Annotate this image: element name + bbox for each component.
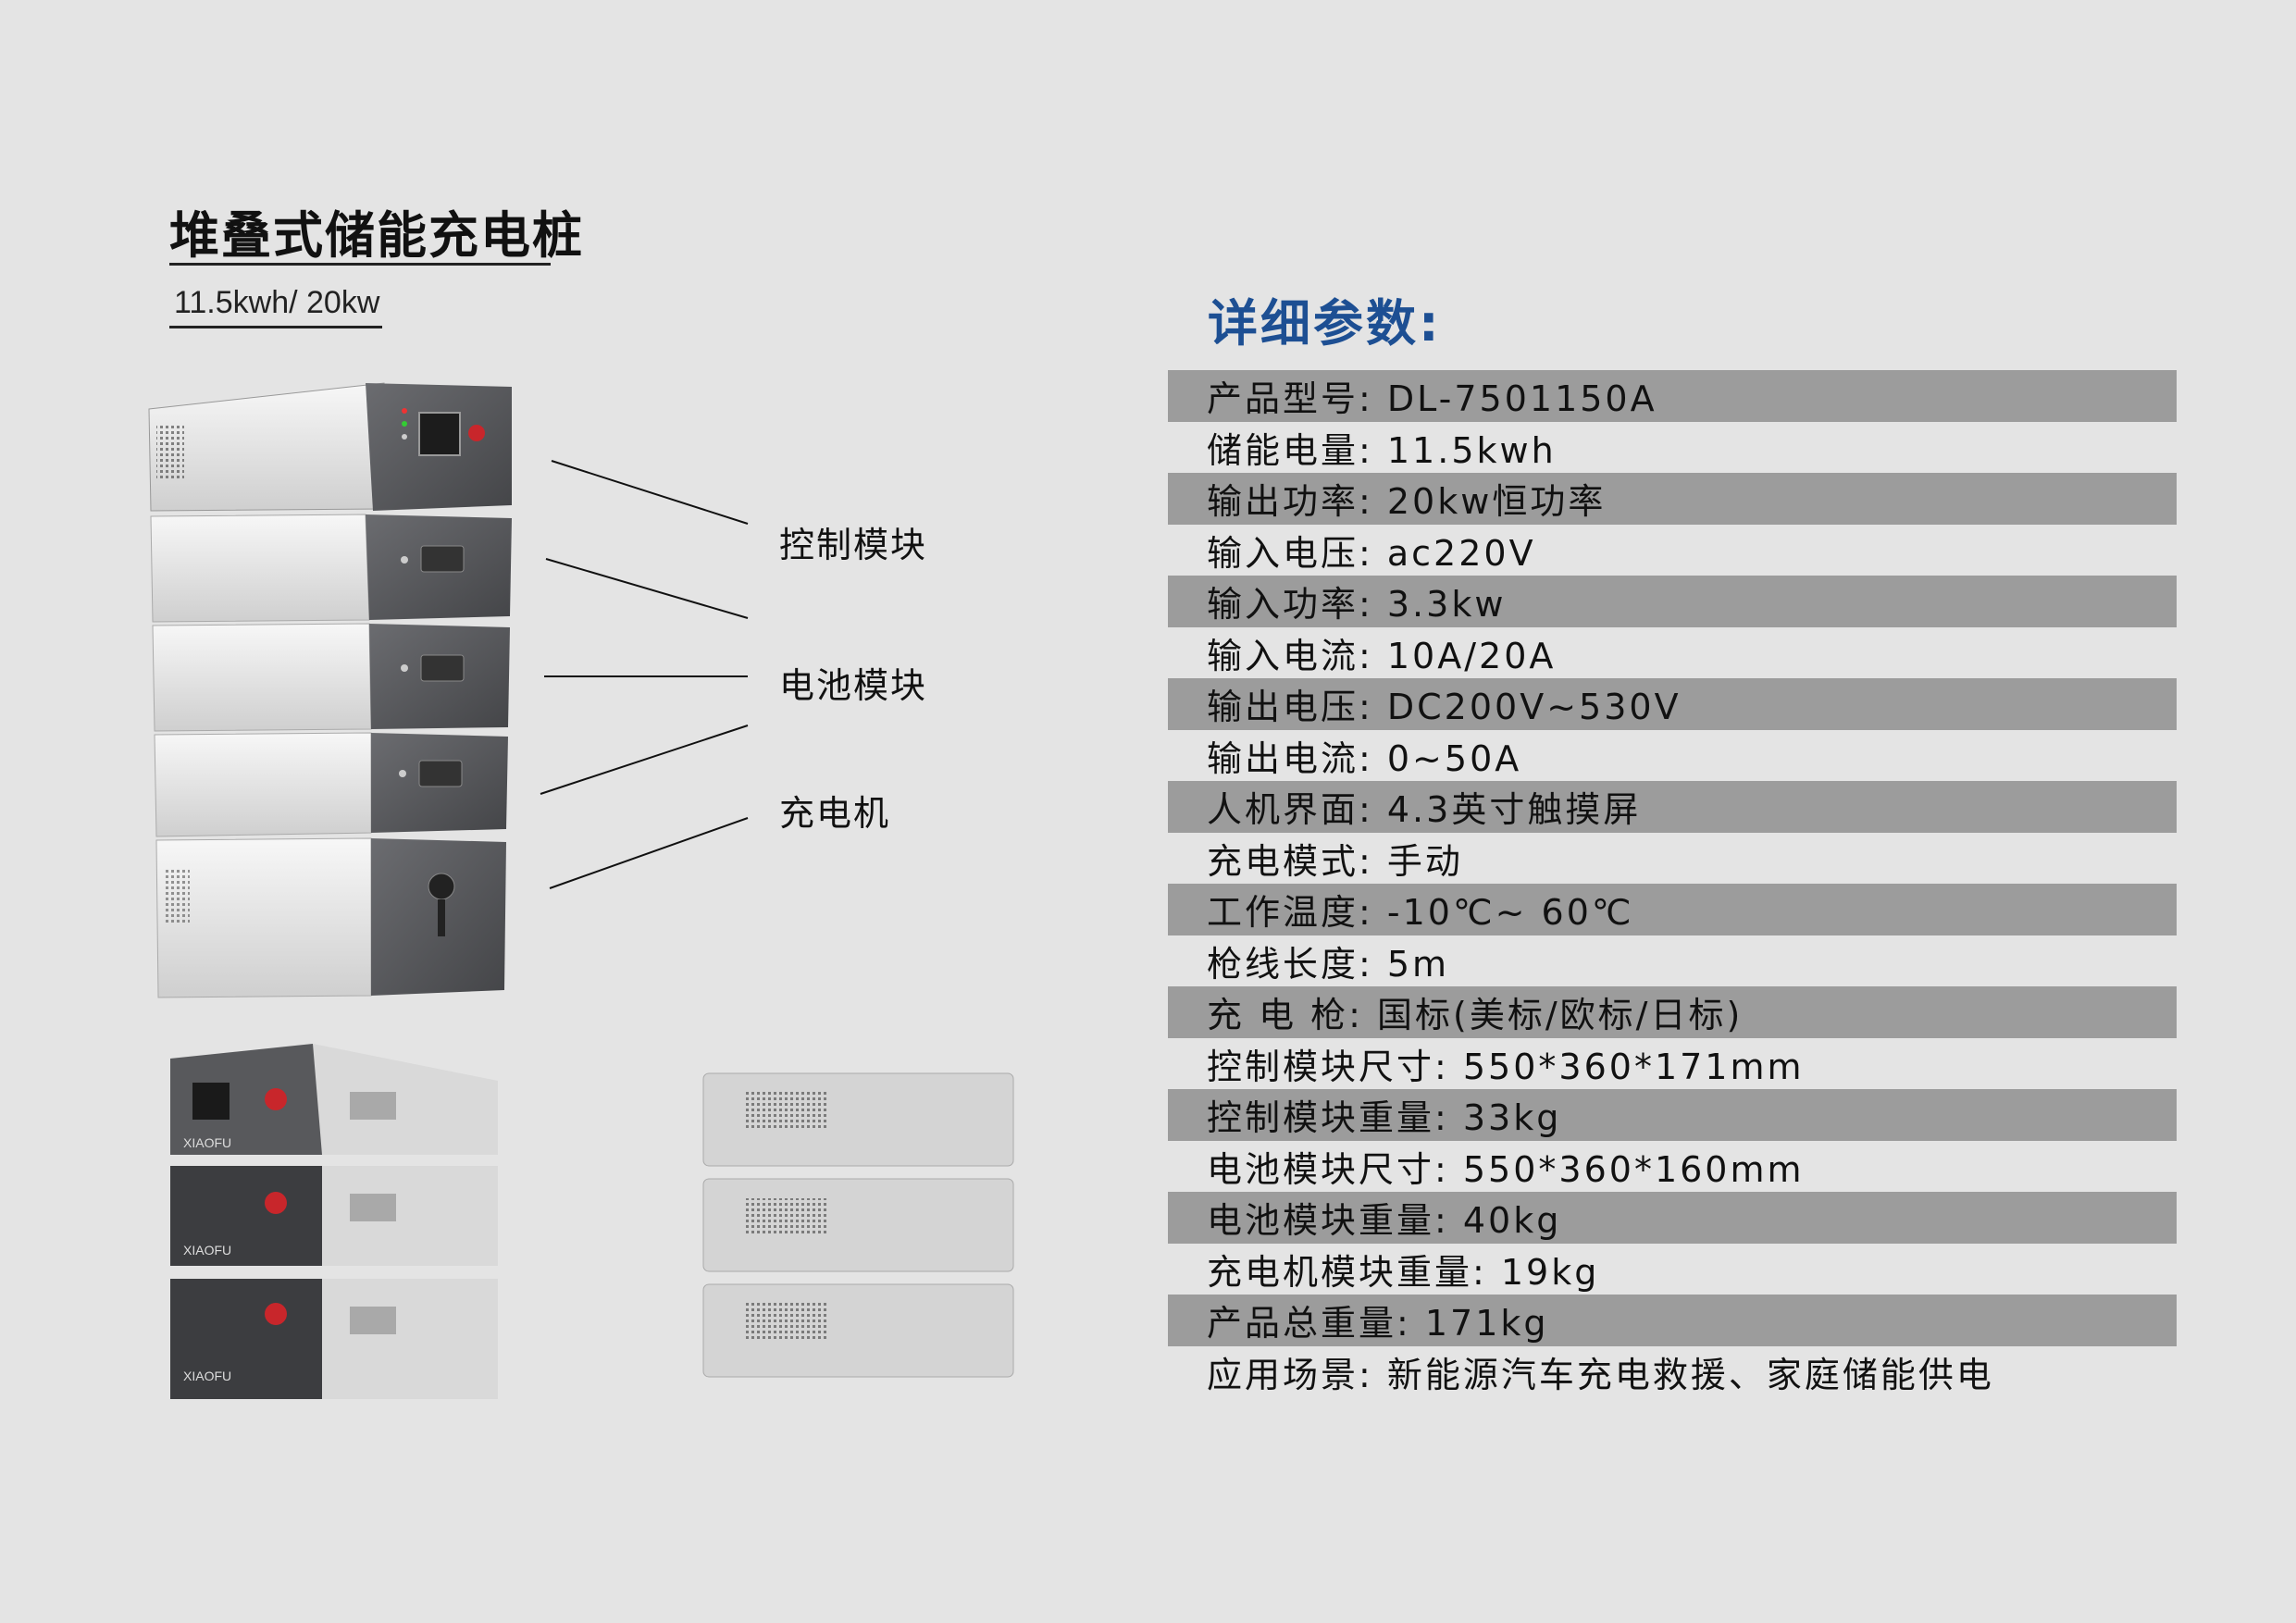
spec-row: 产品总重量: 171kg <box>1168 1295 2177 1346</box>
side-unit-3 <box>702 1283 1014 1378</box>
side-unit-2 <box>702 1178 1014 1272</box>
brand-mark-2: XIAOFU <box>183 1243 231 1258</box>
spec-row: 工作温度: -10℃~ 60℃ <box>1168 884 2177 935</box>
side-view-image <box>702 1072 1014 1378</box>
main-product-image <box>148 382 512 998</box>
specs-heading: 详细参数: <box>1208 294 1442 353</box>
spec-row: 输出功率: 20kw恒功率 <box>1168 473 2177 525</box>
battery-module-render-1 <box>150 514 512 623</box>
spec-row: 输入电压: ac220V <box>1207 532 1536 574</box>
battery-module-render-2 <box>152 623 510 732</box>
specs-table: 产品型号: DL-7501150A 储能电量: 11.5kwh 输出功率: 20… <box>1168 370 2177 1397</box>
callout-charger: 充电机 <box>779 793 891 834</box>
spec-row: 输入电流: 10A/20A <box>1207 635 1557 676</box>
spec-row: 控制模块尺寸: 550*360*171mm <box>1207 1046 1805 1087</box>
subtitle-underline <box>169 326 382 328</box>
spec-row: 充 电 枪: 国标(美标/欧标/日标) <box>1168 986 2177 1038</box>
front-control-unit: XIAOFU <box>170 1044 498 1155</box>
spec-row: 输入功率: 3.3kw <box>1168 576 2177 627</box>
battery-module-render-3 <box>154 732 508 837</box>
front-view-image: XIAOFU XIAOFU XIAOFU <box>170 1044 498 1399</box>
spec-row: 充电机模块重量: 19kg <box>1207 1251 1600 1293</box>
spec-row: 枪线长度: 5m <box>1207 943 1450 985</box>
spec-row: 控制模块重量: 33kg <box>1168 1089 2177 1141</box>
spec-row: 输出电压: DC200V~530V <box>1168 678 2177 730</box>
spec-row: 人机界面: 4.3英寸触摸屏 <box>1168 781 2177 833</box>
front-battery-unit: XIAOFU <box>170 1166 498 1266</box>
front-charger-unit: XIAOFU <box>170 1279 498 1399</box>
brand-mark-3: XIAOFU <box>183 1369 231 1383</box>
charger-module-render <box>155 837 506 998</box>
spec-row: 电池模块尺寸: 550*360*160mm <box>1207 1148 1805 1190</box>
spec-row: 产品型号: DL-7501150A <box>1168 370 2177 422</box>
spec-row: 输出电流: 0~50A <box>1207 737 1522 779</box>
side-unit-1 <box>702 1072 1014 1167</box>
product-title: 堆叠式储能充电桩 <box>169 206 584 265</box>
title-underline <box>169 263 551 266</box>
control-module-render <box>148 382 512 512</box>
brand-mark-1: XIAOFU <box>183 1135 231 1150</box>
callout-control-module: 控制模块 <box>779 525 928 565</box>
callout-battery-module: 电池模块 <box>779 665 928 706</box>
spec-row: 储能电量: 11.5kwh <box>1207 429 1557 471</box>
spec-row: 充电模式: 手动 <box>1207 840 1463 882</box>
spec-row: 应用场景: 新能源汽车充电救援、家庭储能供电 <box>1207 1354 1994 1395</box>
spec-row: 电池模块重量: 40kg <box>1168 1192 2177 1244</box>
product-subtitle: 11.5kwh/ 20kw <box>174 285 380 320</box>
